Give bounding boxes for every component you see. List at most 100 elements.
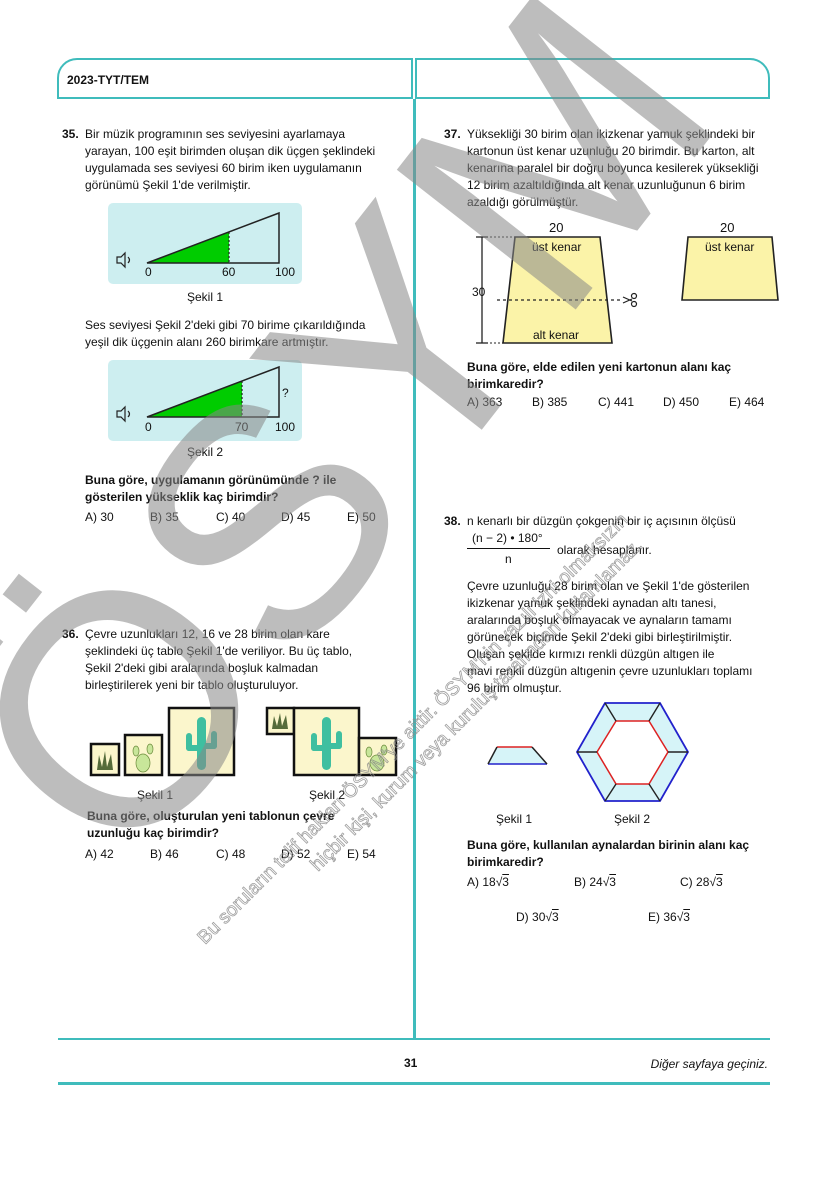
option-d[interactable]: D) 30√3 <box>516 910 559 924</box>
question-body: Bir müzik programının ses seviyesini aya… <box>85 126 415 194</box>
question-body: Çevre uzunlukları 12, 16 ve 28 birim ola… <box>85 626 415 694</box>
option-b[interactable]: B) 385 <box>532 395 568 409</box>
option-c[interactable]: C) 48 <box>216 847 246 861</box>
sqrt-icon: √ <box>709 875 716 889</box>
option-d[interactable]: D) 45 <box>281 510 311 524</box>
formula-suffix: olarak hesaplanır. <box>557 543 652 557</box>
text-line: aralarında boşluk olmayacak ve aynaların… <box>467 613 732 627</box>
top-edge-label: üst kenar <box>532 240 582 254</box>
label-100: 100 <box>275 420 296 434</box>
question-35-prompt: Buna göre, uygulamanın görünümünde ? ile… <box>85 472 405 506</box>
text-line: şeklindeki üç tablo Şekil 1'de veriliyor… <box>85 644 353 658</box>
option-a[interactable]: A) 18√3 <box>467 875 509 889</box>
label-70: 70 <box>235 420 249 434</box>
paintings-figures <box>89 706 398 777</box>
top-length-right: 20 <box>720 220 735 235</box>
option-b[interactable]: B) 46 <box>150 847 179 861</box>
option-a[interactable]: A) 30 <box>85 510 114 524</box>
text-line: mavi renkli düzgün altıgenin çevre uzunl… <box>467 664 753 678</box>
cactus-icon <box>311 717 342 770</box>
text-line: yeşil dik üçgenin alanı 260 birimkare ar… <box>85 335 329 349</box>
formula-numerator: (n − 2) • 180° <box>472 531 543 545</box>
text-line: Buna göre, kullanılan aynalardan birinin… <box>467 838 750 852</box>
sqrt-icon: √ <box>545 910 552 924</box>
text-line: uzunluğu kaç birimdir? <box>87 826 220 840</box>
text-line: 12 birim azaltıldığında alt kenar uzunlu… <box>467 178 746 192</box>
option-a[interactable]: A) 42 <box>85 847 114 861</box>
option-e[interactable]: E) 36√3 <box>648 910 690 924</box>
agave-icon <box>272 713 288 729</box>
question-38-body: Çevre uzunluğu 28 birim olan ve Şekil 1'… <box>467 578 787 697</box>
option-d[interactable]: D) 450 <box>663 395 700 409</box>
question-body: Yüksekliği 30 birim olan ikizkenar yamuk… <box>467 126 787 211</box>
header-left-box: 2023-TYT/TEM <box>57 58 413 99</box>
question-number: 36. <box>62 627 79 641</box>
option-b[interactable]: B) 35 <box>150 510 179 524</box>
text-line: Buna göre, elde edilen yeni kartonun ala… <box>467 360 732 374</box>
text-line: Çevre uzunluğu 28 birim olan ve Şekil 1'… <box>467 579 750 593</box>
sqrt-icon: √ <box>495 875 503 889</box>
option-e[interactable]: E) 54 <box>347 847 376 861</box>
figure-caption: Şekil 2 <box>187 445 224 459</box>
option-e[interactable]: E) 464 <box>729 395 765 409</box>
text-line: birimkaredir? <box>467 377 544 391</box>
text-line: Buna göre, uygulamanın görünümünde ? ile <box>85 473 337 487</box>
text-line: birleştirilerek yeni bir tablo oluşturul… <box>85 678 299 692</box>
text-line: Çevre uzunlukları 12, 16 ve 28 birim ola… <box>85 627 330 641</box>
question-number: 35. <box>62 127 79 141</box>
text-line: Buna göre, oluşturulan yeni tablonun çev… <box>87 809 335 823</box>
exam-title: 2023-TYT/TEM <box>67 73 150 87</box>
option-c[interactable]: C) 40 <box>216 510 246 524</box>
label-0: 0 <box>145 420 152 434</box>
column-divider <box>413 99 416 1039</box>
text-line: Yüksekliği 30 birim olan ikizkenar yamuk… <box>467 127 756 141</box>
label-100: 100 <box>275 265 296 279</box>
option-b[interactable]: B) 24√3 <box>574 875 616 889</box>
text-line: Ses seviyesi Şekil 2'deki gibi 70 birime… <box>85 318 366 332</box>
text-line: 96 birim olmuştur. <box>467 681 562 695</box>
next-page-note: Diğer sayfaya geçiniz. <box>650 1057 768 1071</box>
speaker-icon <box>116 251 131 269</box>
text-line: uygulamada ses seviyesi 60 birim iken uy… <box>85 161 362 175</box>
cactus-icon <box>186 717 217 770</box>
question-38-prompt: Buna göre, kullanılan aynalardan birinin… <box>467 837 787 871</box>
text-line: yarayan, 100 eşit birimden oluşan dik üç… <box>85 144 376 158</box>
text-line: azaldığı görülmüştür. <box>467 195 579 209</box>
header-right-box <box>415 58 770 99</box>
text-line: Şekil 2'deki gibi aralarında boşluk kalm… <box>85 661 319 675</box>
speaker-icon <box>116 405 131 423</box>
question-number: 38. <box>444 514 461 528</box>
figure-caption: Şekil 1 <box>496 812 533 826</box>
sqrt-icon: √ <box>602 875 610 889</box>
question-37-prompt: Buna göre, elde edilen yeni kartonun ala… <box>467 359 787 393</box>
figure-caption: Şekil 1 <box>137 788 174 802</box>
volume-figure-1 <box>108 203 302 284</box>
bottom-edge-label: alt kenar <box>533 328 580 342</box>
option-d[interactable]: D) 52 <box>281 847 311 861</box>
sqrt-icon: √ <box>676 910 684 924</box>
question-number: 37. <box>444 127 461 141</box>
volume-figure-2 <box>108 360 302 441</box>
scissors-icon <box>622 292 638 308</box>
question-35-middle: Ses seviyesi Şekil 2'deki gibi 70 birime… <box>85 317 405 351</box>
height-label: 30 <box>472 285 486 299</box>
question-body-line1: n kenarlı bir düzgün çokgenin bir iç açı… <box>467 514 736 528</box>
figure-caption: Şekil 2 <box>614 812 651 826</box>
figure-caption: Şekil 1 <box>187 290 224 304</box>
option-a[interactable]: A) 363 <box>467 395 503 409</box>
text-line: kenarına paralel bir doğru boyunca kesil… <box>467 161 759 175</box>
top-length-left: 20 <box>549 220 564 235</box>
text-line: ikizkenar yamuk şeklindeki aynadan altı … <box>467 596 717 610</box>
option-e[interactable]: E) 50 <box>347 510 376 524</box>
footer-top-rule <box>58 1038 770 1040</box>
question-mark-label: ? <box>282 386 289 400</box>
text-line: görünümü Şekil 1'de verilmiştir. <box>85 178 251 192</box>
text-line: birimkaredir? <box>467 855 544 869</box>
text-line: kartonun üst kenar uzunluğu 20 birimdir.… <box>467 144 755 158</box>
text-line: gösterilen yükseklik kaç birimdir? <box>85 490 279 504</box>
option-c[interactable]: C) 441 <box>598 395 635 409</box>
question-36-prompt: Buna göre, oluşturulan yeni tablonun çev… <box>87 808 407 842</box>
option-c[interactable]: C) 28√3 <box>680 875 723 889</box>
footer-bottom-rule <box>58 1082 770 1085</box>
text-line: görünecek biçimde Şekil 2'deki gibi birl… <box>467 630 733 644</box>
